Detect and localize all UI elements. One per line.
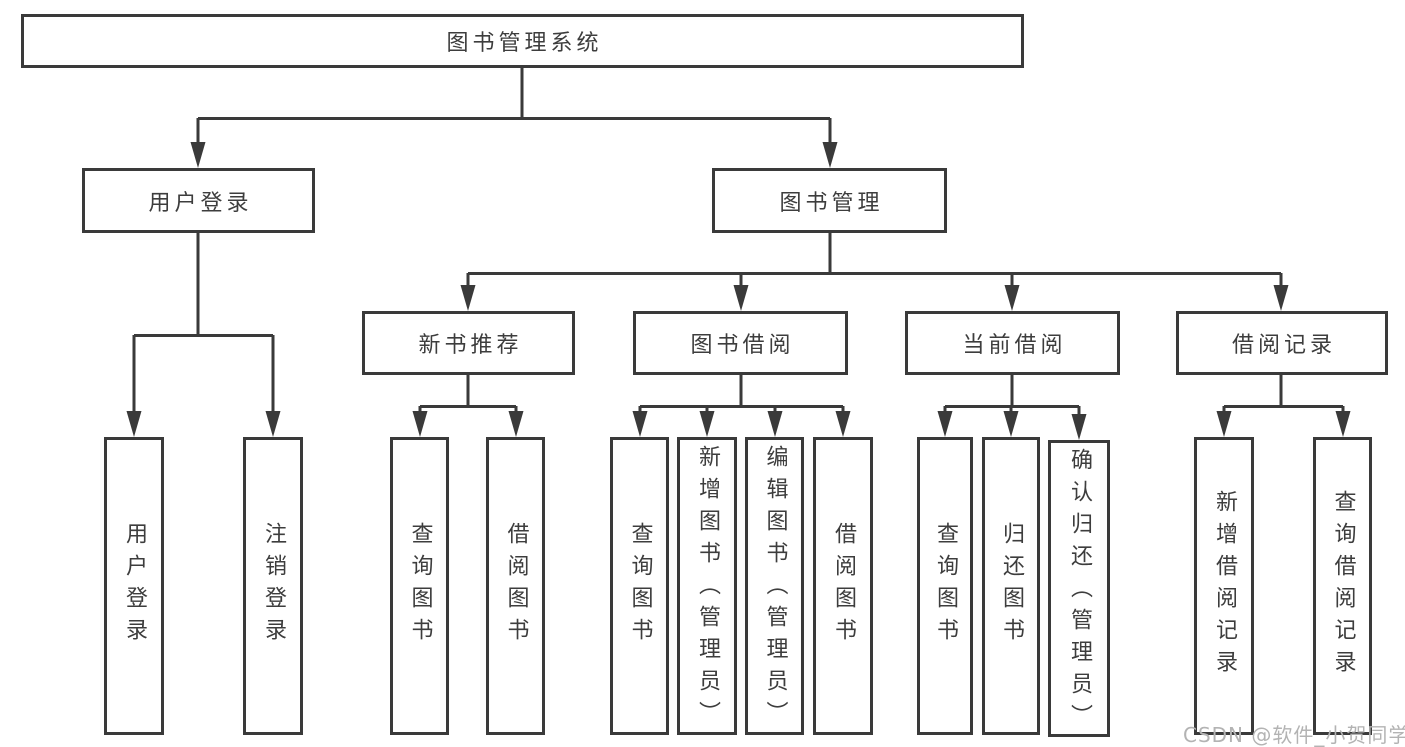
arrowhead-icon [1004, 285, 1020, 311]
connector-records-subtree [1216, 375, 1351, 437]
arrowhead-icon [632, 411, 648, 437]
node-root-label: 图书管理系统 [446, 31, 603, 56]
node-current-borrow-label: 当前借阅 [962, 333, 1067, 358]
node-book-management: 图书管理 [712, 168, 947, 233]
leaf-borrow-books: 借阅图书 [813, 437, 873, 735]
node-book-borrow: 图书借阅 [633, 311, 848, 375]
arrowhead-icon [767, 411, 783, 437]
connector-book-mgmt-to-level3 [460, 232, 1289, 311]
arrowhead-icon [460, 285, 476, 311]
leaf-add-books-admin: 新增图书（管理员） [677, 437, 737, 735]
node-borrow-records: 借阅记录 [1176, 311, 1388, 375]
leaf-query-borrow-record: 查询借阅记录 [1313, 437, 1372, 735]
node-user-login-label: 用户登录 [148, 190, 253, 216]
node-current-borrow: 当前借阅 [905, 311, 1120, 375]
node-book-borrow-label: 图书借阅 [690, 333, 795, 358]
node-borrow-records-label: 借阅记录 [1231, 333, 1336, 358]
leaf-user-login-label: 用户登录 [122, 522, 147, 650]
connector-borrow-subtree [632, 375, 851, 437]
leaf-borrow-books-label: 借阅图书 [831, 522, 856, 650]
arrowhead-icon [412, 411, 428, 437]
leaf-query-books: 查询图书 [390, 437, 449, 735]
connector-root-to-level2 [190, 67, 838, 168]
node-book-management-label: 图书管理 [779, 190, 884, 216]
node-new-book-recommend: 新书推荐 [362, 311, 575, 375]
node-root: 图书管理系统 [21, 14, 1024, 68]
arrowhead-icon [1003, 411, 1019, 437]
leaf-add-borrow-record: 新增借阅记录 [1194, 437, 1254, 735]
leaf-query-books-label: 查询图书 [407, 522, 433, 650]
leaf-user-login: 用户登录 [104, 437, 164, 735]
arrowhead-icon [508, 411, 524, 437]
leaf-add-books-admin-label: 新增图书（管理员） [695, 445, 720, 733]
node-new-book-recommend-label: 新书推荐 [418, 333, 523, 358]
leaf-confirm-return-admin: 确认归还（管理员） [1048, 440, 1110, 737]
connector-user-login-subtree [126, 232, 281, 437]
node-user-login: 用户登录 [82, 168, 315, 233]
leaf-query-books-label: 查询图书 [933, 522, 958, 650]
leaf-query-borrow-record-label: 查询借阅记录 [1330, 490, 1356, 682]
arrowhead-icon [265, 411, 281, 437]
leaf-logout: 注销登录 [243, 437, 303, 735]
leaf-return-books: 归还图书 [982, 437, 1040, 735]
arrowhead-icon [126, 411, 142, 437]
leaf-confirm-return-admin-label: 确认归还（管理员） [1067, 448, 1092, 736]
arrowhead-icon [1071, 414, 1087, 440]
arrowhead-icon [1273, 285, 1289, 311]
arrowhead-icon [822, 142, 838, 168]
connector-current-subtree [937, 375, 1087, 440]
leaf-borrow-books: 借阅图书 [486, 437, 545, 735]
arrowhead-icon [1216, 411, 1232, 437]
leaf-borrow-books-label: 借阅图书 [503, 522, 529, 650]
arrowhead-icon [190, 142, 206, 168]
leaf-query-books-label: 查询图书 [627, 522, 653, 650]
leaf-logout-label: 注销登录 [261, 522, 286, 650]
arrowhead-icon [937, 411, 953, 437]
leaf-edit-books-admin: 编辑图书（管理员） [745, 437, 804, 735]
leaf-query-books: 查询图书 [610, 437, 669, 735]
arrowhead-icon [1335, 411, 1351, 437]
leaf-edit-books-admin-label: 编辑图书（管理员） [762, 445, 788, 733]
arrowhead-icon [835, 411, 851, 437]
leaf-return-books-label: 归还图书 [999, 522, 1024, 650]
leaf-add-borrow-record-label: 新增借阅记录 [1212, 490, 1237, 682]
connector-new-book-subtree [412, 375, 524, 437]
leaf-query-books: 查询图书 [917, 437, 973, 735]
arrowhead-icon [733, 285, 749, 311]
arrowhead-icon [699, 411, 715, 437]
watermark: CSDN @软件_小贺同学 [1183, 723, 1405, 747]
